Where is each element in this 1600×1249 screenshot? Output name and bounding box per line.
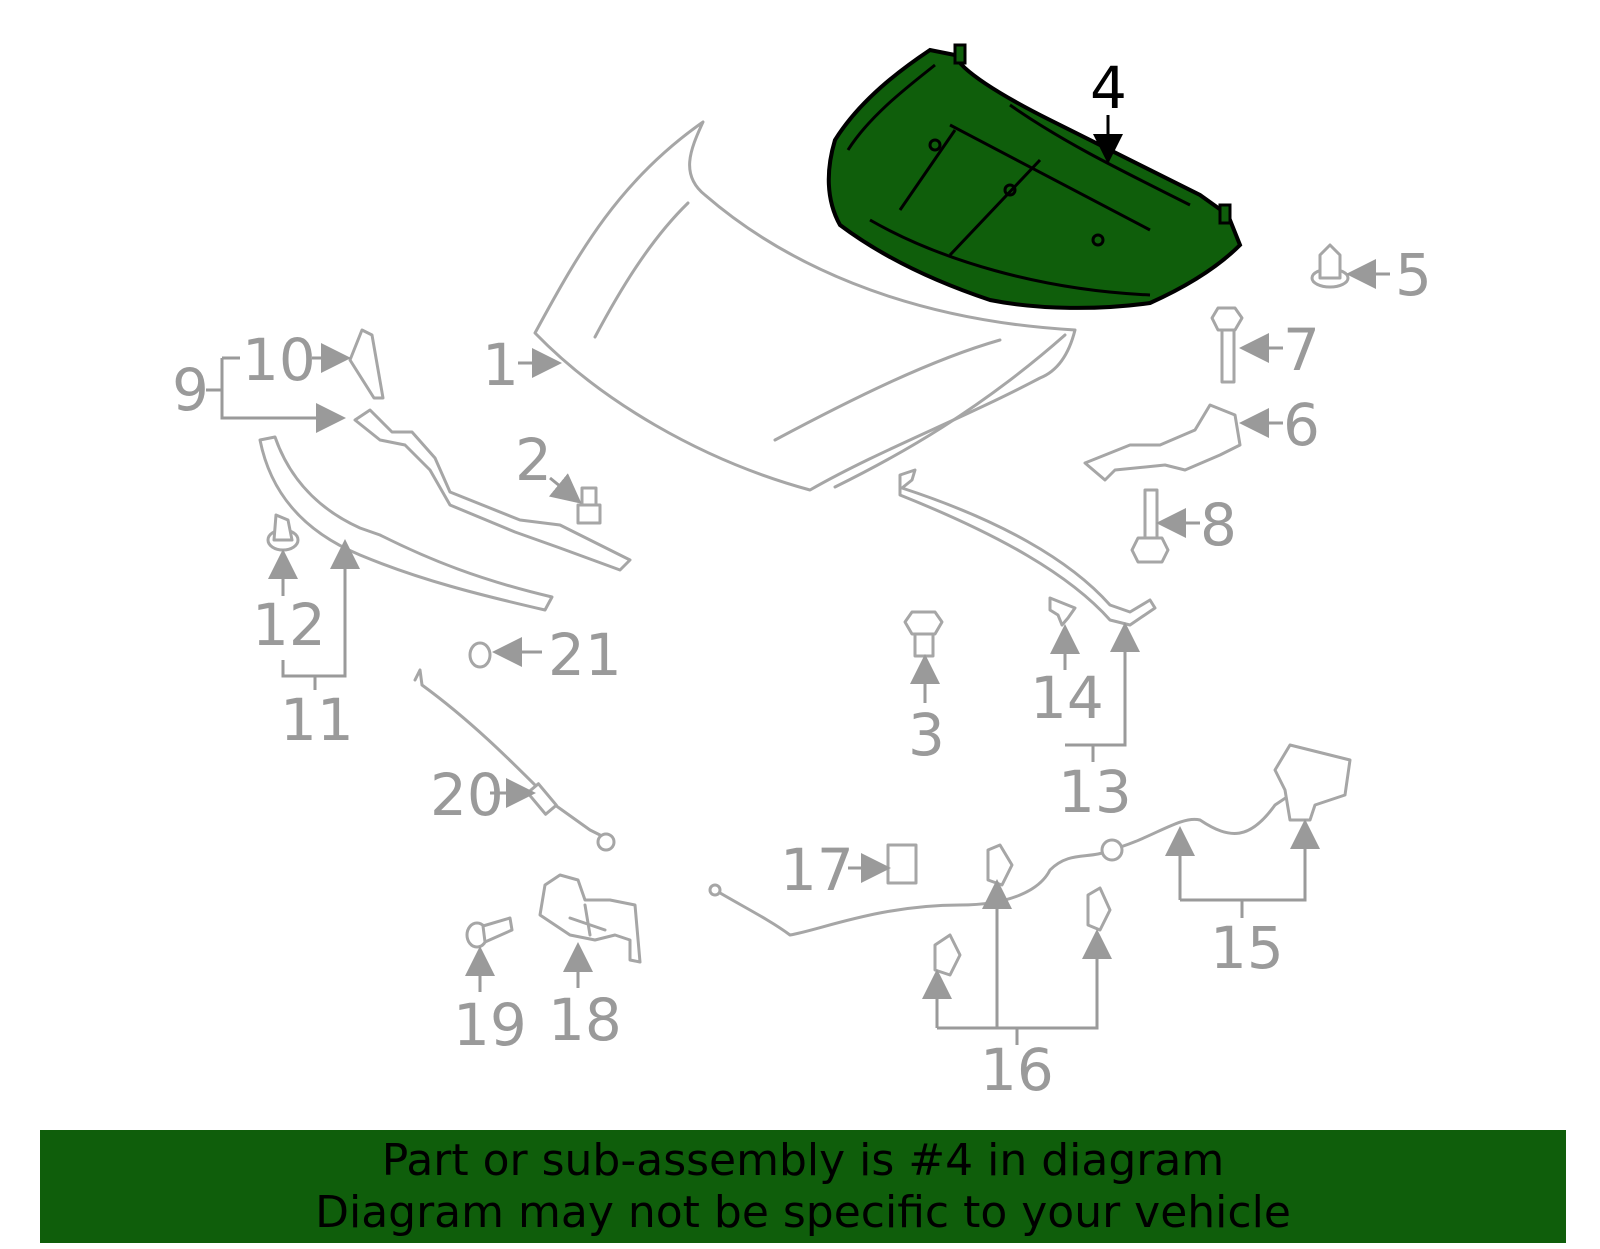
callout-17: 17 bbox=[780, 836, 854, 904]
grommet-21 bbox=[468, 641, 492, 669]
callout-8: 8 bbox=[1200, 491, 1237, 559]
callout-13: 13 bbox=[1058, 758, 1132, 826]
hood-latch-18 bbox=[538, 873, 642, 964]
insulator-body bbox=[826, 47, 1243, 310]
hood-panel bbox=[533, 120, 1077, 492]
callout-16: 16 bbox=[980, 1036, 1054, 1104]
callout-3: 3 bbox=[908, 701, 945, 769]
callout-10: 10 bbox=[242, 326, 316, 394]
seal-11 bbox=[258, 435, 554, 612]
leader-lines bbox=[206, 115, 1390, 1045]
prop-rod-13 bbox=[898, 468, 1157, 627]
hinge-6 bbox=[1083, 403, 1242, 482]
clip-16 bbox=[933, 843, 1112, 977]
callout-18: 18 bbox=[548, 986, 622, 1054]
stud-8 bbox=[1130, 488, 1170, 564]
cable-20 bbox=[413, 668, 616, 852]
callout-14: 14 bbox=[1030, 664, 1104, 732]
banner-line-1: Part or sub-assembly is #4 in diagram bbox=[381, 1134, 1225, 1186]
hood-bolt-2 bbox=[576, 486, 602, 525]
callout-12: 12 bbox=[252, 591, 326, 659]
disclaimer-banner: Part or sub-assembly is #4 in diagram Di… bbox=[40, 1130, 1566, 1243]
hood-insulator bbox=[826, 43, 1243, 310]
callout-5: 5 bbox=[1395, 241, 1432, 309]
callout-20: 20 bbox=[430, 761, 504, 829]
banner-line-2: Diagram may not be specific to your vehi… bbox=[315, 1186, 1291, 1238]
callouts: 1 2 3 4 5 6 7 8 9 10 11 12 13 14 15 16 1… bbox=[172, 54, 1432, 1104]
callout-6: 6 bbox=[1283, 391, 1320, 459]
callout-15: 15 bbox=[1210, 914, 1284, 982]
clip-5 bbox=[1310, 243, 1350, 289]
callout-4: 4 bbox=[1090, 54, 1127, 122]
callout-9: 9 bbox=[172, 356, 209, 424]
callout-1: 1 bbox=[482, 331, 519, 399]
hood-bolt-3 bbox=[903, 610, 944, 658]
callout-7: 7 bbox=[1283, 316, 1320, 384]
clip-17 bbox=[886, 843, 918, 885]
weatherstrip-9 bbox=[353, 408, 632, 572]
callout-21: 21 bbox=[548, 621, 622, 689]
clip-14 bbox=[1048, 596, 1077, 627]
bolt-19 bbox=[465, 916, 514, 949]
release-cable-15 bbox=[708, 743, 1352, 937]
clip-12 bbox=[266, 513, 300, 552]
callout-19: 19 bbox=[453, 991, 527, 1059]
bracket-10 bbox=[348, 328, 385, 400]
callout-11: 11 bbox=[280, 686, 354, 754]
bolt-7 bbox=[1210, 306, 1244, 384]
callout-2: 2 bbox=[515, 426, 552, 494]
